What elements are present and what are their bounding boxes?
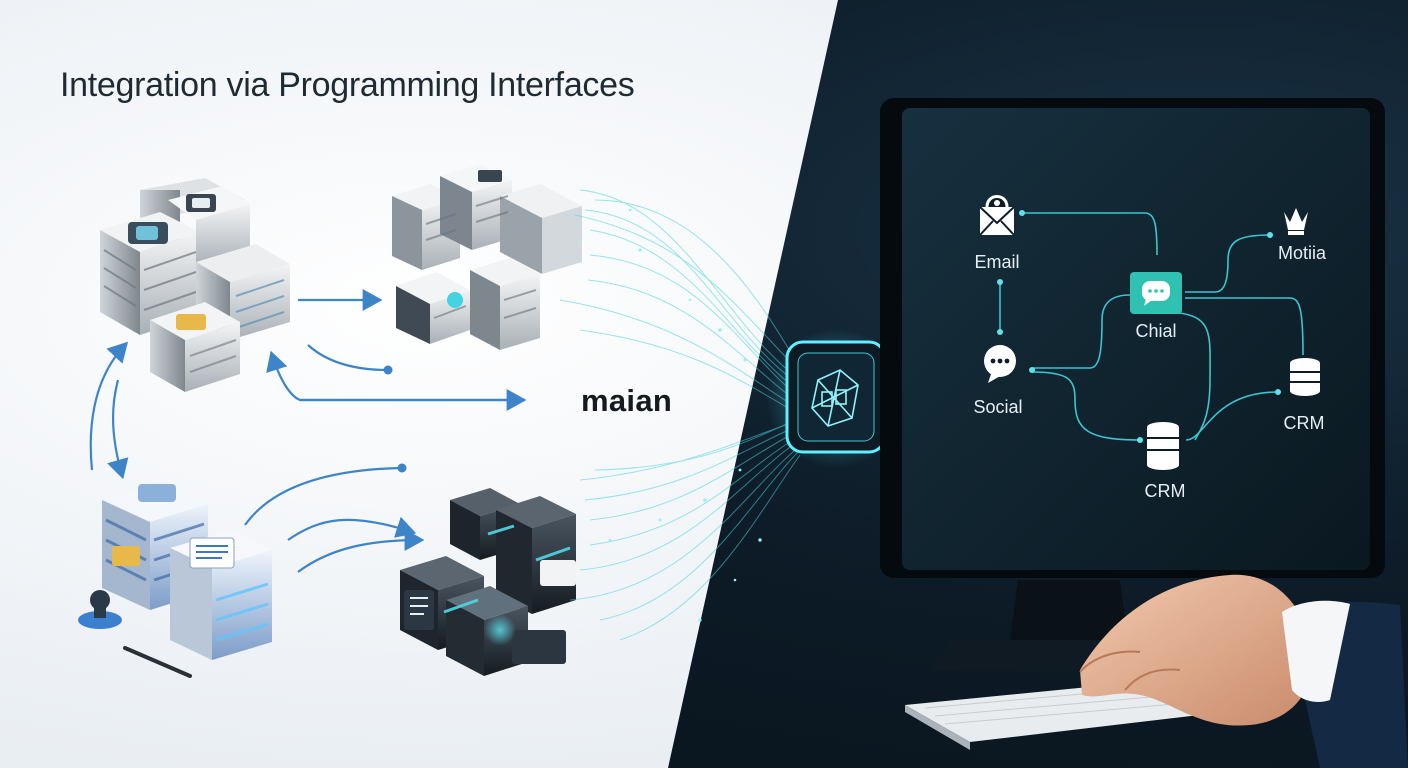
brand-label: maian [581,383,673,418]
node-label-email: Email [974,252,1020,272]
node-label-crm-bottom: CRM [1144,481,1186,501]
envelope-icon [979,195,1015,236]
node-label-crm-right: CRM [1283,413,1325,433]
speech-bubble-icon [984,345,1016,383]
node-label-chat: Chial [1135,321,1177,341]
stream-particles [608,208,762,622]
node-label-media: Motiia [1277,243,1327,263]
page-title: Integration via Programming Interfaces [60,66,635,104]
server-cluster-top-left [100,178,290,392]
sleeve [1282,600,1408,768]
database-icon-bottom [1147,422,1179,470]
server-cluster-bottom-left [78,482,272,678]
hand [1079,574,1313,726]
server-cluster-bottom-middle [400,488,576,676]
flow-arrows [89,289,527,573]
server-cluster-top-middle [392,164,582,350]
hub-chip-icon [811,369,859,427]
node-label-social: Social [973,397,1023,417]
chat-icon [1130,272,1182,314]
crown-icon [1284,208,1308,235]
database-icon-right [1290,358,1320,396]
hub-chip [766,328,906,468]
screen-connectors [999,212,1304,441]
